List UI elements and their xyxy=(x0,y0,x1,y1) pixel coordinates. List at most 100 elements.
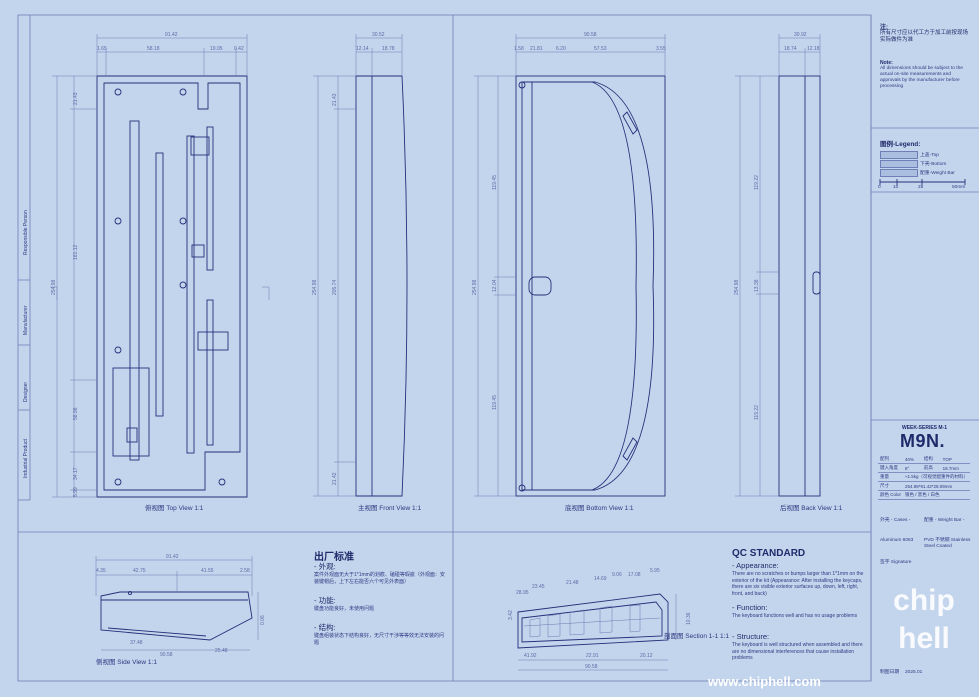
svg-text:5.99: 5.99 xyxy=(73,487,79,497)
svg-text:1.65: 1.65 xyxy=(97,46,107,52)
label-manufacturer: Manufacturer xyxy=(23,305,29,335)
svg-text:42.75: 42.75 xyxy=(133,568,146,574)
side-view: 91.42 4.35 42.75 41.55 2.58 37.48 25.48 … xyxy=(95,554,266,666)
std-cn-s3-title: - 结构: xyxy=(314,623,336,632)
date-value: 2025.01 xyxy=(905,670,923,675)
legend-swatch-bottom xyxy=(880,160,918,168)
svg-text:41.55: 41.55 xyxy=(201,568,214,574)
svg-text:91.42: 91.42 xyxy=(166,554,179,560)
svg-text:90.58: 90.58 xyxy=(584,32,597,38)
svg-text:25.48: 25.48 xyxy=(215,648,228,654)
label-industrial-product: Industrial Product xyxy=(23,438,29,478)
std-en-s2-title: - Function: xyxy=(732,603,768,612)
legend-label-bottom: 下壳-Bottom xyxy=(920,162,947,167)
svg-text:58.18: 58.18 xyxy=(147,46,160,52)
svg-text:23.45: 23.45 xyxy=(532,584,545,590)
section-view-caption: 剖面图 Section 1-1 1:1 xyxy=(664,631,729,640)
label-responsible-person: Responsible Person xyxy=(23,210,29,255)
svg-text:13.38: 13.38 xyxy=(754,279,760,292)
svg-text:119.45: 119.45 xyxy=(492,175,498,190)
svg-text:17.08: 17.08 xyxy=(628,572,641,578)
svg-text:3.42: 3.42 xyxy=(508,610,514,620)
svg-text:19.05: 19.05 xyxy=(210,46,223,52)
svg-text:12.04: 12.04 xyxy=(492,279,498,292)
svg-text:5.95: 5.95 xyxy=(650,568,660,574)
front-view-caption: 主视图 Front View 1:1 xyxy=(358,503,421,512)
svg-text:58.98: 58.98 xyxy=(73,407,79,420)
legend-label-top: 上盖-Top xyxy=(920,153,939,158)
weight-label: 配重 - Weight Bar - xyxy=(924,518,965,523)
section-view: 28.95 23.45 21.48 14.69 9.06 17.08 5.95 … xyxy=(508,568,729,671)
svg-text:254.98: 254.98 xyxy=(472,279,478,295)
svg-text:14.69: 14.69 xyxy=(594,576,607,582)
svg-text:57.53: 57.53 xyxy=(594,46,607,52)
note-en-title: Note: xyxy=(880,60,893,66)
cases-value: Aluminum 6063 xyxy=(880,538,914,543)
std-en-s3: The keyboard is well structured when ass… xyxy=(732,642,863,661)
svg-text:21.43: 21.43 xyxy=(332,93,338,106)
front-view: 30.52 12.14 18.78 21.43 254.98 205.74 21… xyxy=(312,32,421,512)
svg-text:4.35: 4.35 xyxy=(96,568,106,574)
svg-text:30.52: 30.52 xyxy=(372,32,385,38)
svg-text:21.43: 21.43 xyxy=(73,92,79,105)
svg-text:21.48: 21.48 xyxy=(566,580,579,586)
svg-text:119.22: 119.22 xyxy=(754,175,760,190)
svg-text:90.58: 90.58 xyxy=(160,652,173,658)
note-cn: 所有尺寸应以代工方于加工前按现场实际做件为准 xyxy=(880,30,969,43)
std-cn-title: 出厂标准 xyxy=(314,552,354,563)
legend-swatch-weight xyxy=(880,169,918,177)
std-cn-s3: 键盘组装状态下结构良好，无尺寸干涉等等效无法安装的问题 xyxy=(314,633,445,646)
side-view-caption: 侧视图 Side View 1:1 xyxy=(96,657,157,666)
watermark-text: www.chiphell.com xyxy=(708,674,821,689)
back-view-caption: 后视图 Back View 1:1 xyxy=(780,503,843,512)
svg-text:254.98: 254.98 xyxy=(734,279,740,295)
svg-text:37.48: 37.48 xyxy=(130,640,143,646)
std-en-s1-title: - Appearance: xyxy=(732,561,779,570)
svg-text:10.36: 10.36 xyxy=(686,612,692,625)
bottom-view: 90.58 1.58 21.81 6.20 57.53 3.55 254.98 … xyxy=(472,32,666,512)
std-en-title: QC STANDARD xyxy=(732,548,806,559)
svg-text:34.17: 34.17 xyxy=(73,467,79,480)
std-cn-s1-title: - 外观: xyxy=(314,562,336,571)
svg-text:90.58: 90.58 xyxy=(585,664,598,670)
cases-label: 外壳 - Cases - xyxy=(880,518,911,523)
std-cn-s2-title: - 功能: xyxy=(314,596,336,605)
top-view: 91.42 1.65 58.18 19.05 0.42 21.43 161.12… xyxy=(50,32,270,512)
svg-text:254.98: 254.98 xyxy=(312,279,318,295)
note-title: 注: xyxy=(880,25,888,31)
svg-text:12.14: 12.14 xyxy=(356,46,369,52)
std-cn-s1: 案件外观面无大于1*1mm的划痕、磕碰等瑕疵（外观面：安装键帽后，上下左右能否六… xyxy=(314,572,445,585)
spec-row: 重量≈1.5kg（可视觉配重件的材料） xyxy=(878,472,970,482)
svg-text:18.78: 18.78 xyxy=(382,46,395,52)
top-view-caption: 俯视图 Top View 1:1 xyxy=(145,503,204,512)
svg-text:119.22: 119.22 xyxy=(754,405,760,420)
std-en-s1: There are no scratches or bumps larger t… xyxy=(732,571,864,597)
back-view: 30.92 18.74 12.18 254.98 119.22 13.38 11… xyxy=(734,32,843,512)
weight-value: PVD 不锈钢 Stainless Steel Coated xyxy=(924,538,971,549)
std-en-s3-title: - Structure: xyxy=(732,632,770,641)
svg-text:18.74: 18.74 xyxy=(784,46,797,52)
model-name: M9N. xyxy=(900,431,946,451)
note-en: All dimensions should be subject to the … xyxy=(880,66,963,89)
std-cn-s2: 键盘功能良好，未使用问题 xyxy=(314,606,375,612)
std-en-s2: The keyboard functions well and has no u… xyxy=(732,613,858,619)
svg-text:6.20: 6.20 xyxy=(556,46,566,52)
svg-text:0.42: 0.42 xyxy=(234,46,244,52)
svg-text:21.42: 21.42 xyxy=(332,472,338,485)
svg-text:9.06: 9.06 xyxy=(612,572,622,578)
legend-title: 图例-Legend: xyxy=(880,141,921,148)
svg-text:30.92: 30.92 xyxy=(794,32,807,38)
bottom-view-caption: 底视图 Bottom View 1:1 xyxy=(565,503,634,512)
svg-text:0.06: 0.06 xyxy=(260,615,266,625)
svg-text:22.91: 22.91 xyxy=(586,653,599,659)
chiphell-logo: chip hell xyxy=(893,584,955,655)
svg-text:91.42: 91.42 xyxy=(165,32,178,38)
legend-swatch-top xyxy=(880,151,918,159)
svg-text:28.95: 28.95 xyxy=(516,590,529,596)
svg-text:2.58: 2.58 xyxy=(240,568,250,574)
svg-text:41.92: 41.92 xyxy=(524,653,537,659)
label-designer: Designer xyxy=(23,382,29,402)
